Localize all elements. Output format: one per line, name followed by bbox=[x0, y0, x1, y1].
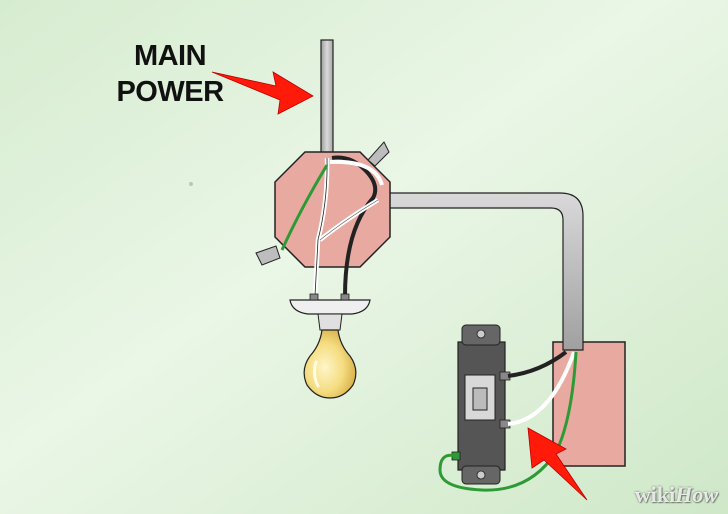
neutral-wire-branch-outline bbox=[319, 199, 379, 241]
watermark-part1: wiki bbox=[634, 482, 676, 507]
fixture-terminal-right bbox=[340, 293, 350, 301]
watermark-part2: How bbox=[675, 482, 718, 507]
switch-screw-bottom bbox=[476, 470, 486, 480]
main-power-label-line1: MAIN bbox=[133, 40, 207, 72]
bulb-highlight bbox=[312, 360, 320, 388]
bulb-socket bbox=[317, 313, 343, 331]
switch-toggle bbox=[472, 387, 488, 411]
switch-hot-wire bbox=[507, 350, 568, 378]
switch-neutral-wire bbox=[507, 351, 576, 426]
main-power-label: MAIN POWER bbox=[100, 38, 240, 110]
wire-nut-left bbox=[255, 245, 281, 266]
red-arrow-switch bbox=[527, 427, 588, 501]
wikihow-watermark: wikiHow bbox=[635, 482, 718, 508]
red-arrow-main-power bbox=[211, 71, 314, 115]
hot-wire bbox=[331, 155, 378, 297]
white-wire-loop bbox=[329, 159, 384, 186]
switch-screw-top bbox=[476, 329, 486, 339]
wire-nut-top bbox=[367, 141, 390, 167]
main-power-label-line2: POWER bbox=[116, 76, 224, 108]
fixture-canopy bbox=[289, 299, 371, 315]
switch-ground-wire bbox=[438, 351, 578, 492]
fixture-terminal-left bbox=[309, 293, 319, 301]
main-power-conduit bbox=[320, 39, 334, 159]
ground-wire-junction bbox=[280, 164, 329, 251]
switch-box bbox=[552, 341, 626, 467]
conduit-horizontal bbox=[377, 192, 584, 351]
background-speck bbox=[189, 182, 193, 186]
